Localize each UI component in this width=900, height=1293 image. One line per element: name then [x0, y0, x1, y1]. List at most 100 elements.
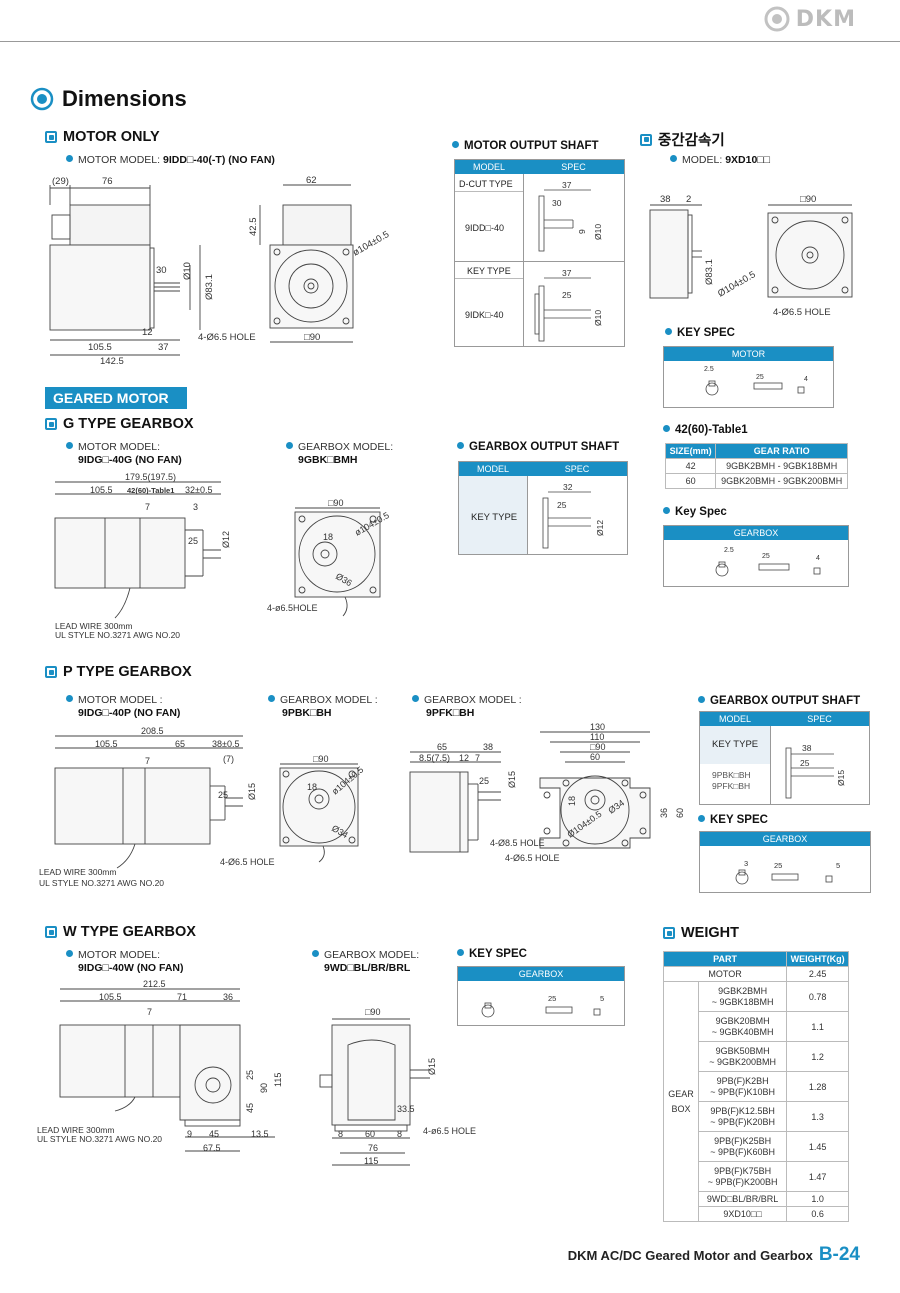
svg-text:□90: □90 — [590, 742, 605, 752]
svg-text:UL STYLE NO.3271 AWG NO.20: UL STYLE NO.3271 AWG NO.20 — [55, 630, 180, 640]
svg-text:5: 5 — [600, 994, 604, 1003]
svg-text:Ø15: Ø15 — [836, 770, 846, 786]
svg-text:4-Ø6.5 HOLE: 4-Ø6.5 HOLE — [220, 857, 275, 867]
svg-text:65: 65 — [437, 742, 447, 752]
bullet-icon — [663, 425, 670, 432]
svg-text:37: 37 — [562, 268, 572, 278]
bullet-icon — [670, 155, 677, 162]
svg-text:76: 76 — [102, 176, 113, 187]
motor-only-drawing: (29) 76 30 Ø10 Ø83.1 12 105.5 37 142.5 6… — [49, 175, 391, 367]
svg-text:36: 36 — [659, 808, 669, 818]
svg-text:12: 12 — [142, 327, 153, 338]
bullet-icon — [66, 695, 73, 702]
svg-text:□90: □90 — [313, 754, 328, 764]
dkm-logo-icon — [764, 6, 790, 32]
svg-text:4-Ø6.5 HOLE: 4-Ø6.5 HOLE — [198, 332, 256, 343]
geared-motor-badge: GEARED MOTOR — [45, 387, 187, 409]
svg-text:67.5: 67.5 — [203, 1143, 221, 1153]
g-type-gear-model: GEARBOX MODEL:9GBK□BMH — [286, 441, 393, 467]
key-box-label: GEARBOX — [458, 967, 624, 981]
bullet-icon — [665, 328, 672, 335]
w-type-motor-model: MOTOR MODEL:9IDG□-40W (NO FAN) — [66, 949, 184, 975]
svg-text:18: 18 — [567, 796, 577, 806]
svg-text:4-Ø8.5 HOLE: 4-Ø8.5 HOLE — [490, 838, 545, 848]
svg-text:Ø15: Ø15 — [427, 1058, 437, 1075]
svg-text:LEAD WIRE 300mm: LEAD WIRE 300mm — [55, 621, 132, 631]
mid-reducer-heading: 중간감속기 — [640, 129, 725, 150]
w-key-spec-heading: KEY SPEC — [457, 948, 527, 960]
svg-text:□90: □90 — [365, 1007, 380, 1017]
w-type-gear-model: GEARBOX MODEL:9WD□BL/BR/BRL — [312, 949, 419, 975]
svg-text:Ø15: Ø15 — [247, 783, 257, 800]
svg-text:105.5: 105.5 — [99, 992, 122, 1002]
bullet-icon — [286, 442, 293, 449]
svg-text:38: 38 — [483, 742, 493, 752]
svg-text:37: 37 — [158, 342, 169, 353]
svg-text:9: 9 — [187, 1129, 192, 1139]
svg-text:212.5: 212.5 — [143, 979, 166, 989]
bullet-icon — [457, 949, 464, 956]
svg-text:Ø10: Ø10 — [593, 224, 603, 240]
key-box-label: GEARBOX — [700, 832, 870, 846]
svg-text:□90: □90 — [328, 498, 343, 508]
page-title: Dimensions — [30, 86, 187, 112]
svg-text:2.5: 2.5 — [724, 547, 734, 554]
svg-text:□90: □90 — [304, 332, 320, 343]
svg-text:7: 7 — [475, 753, 480, 763]
svg-text:18: 18 — [323, 532, 333, 542]
col-spec: SPEC — [527, 462, 627, 476]
square-bullet-icon — [45, 418, 57, 430]
square-bullet-icon — [640, 133, 652, 146]
svg-text:65: 65 — [175, 739, 185, 749]
svg-text:5: 5 — [836, 861, 840, 870]
g-type-heading: G TYPE GEARBOX — [45, 416, 194, 432]
bullet-icon — [663, 507, 670, 514]
square-bullet-icon — [45, 926, 57, 938]
svg-text:3: 3 — [193, 502, 198, 512]
svg-text:UL STYLE NO.3271 AWG NO.20: UL STYLE NO.3271 AWG NO.20 — [39, 878, 164, 888]
svg-text:2.5: 2.5 — [704, 366, 714, 373]
svg-text:3: 3 — [744, 859, 748, 868]
svg-text:71: 71 — [177, 992, 187, 1002]
g-key-spec-heading: Key Spec — [663, 506, 727, 518]
svg-text:37: 37 — [562, 180, 572, 190]
svg-text:105.5: 105.5 — [88, 342, 112, 353]
row1-model: 9IDD□-40 — [465, 223, 504, 233]
svg-text:38: 38 — [802, 743, 812, 753]
svg-text:30: 30 — [156, 265, 167, 276]
svg-text:25: 25 — [218, 790, 228, 800]
page-footer: DKM AC/DC Geared Motor and Gearbox B-24 — [568, 1244, 860, 1266]
mid-reducer-model: MODEL: 9XD10□□ — [670, 154, 770, 167]
svg-text:110: 110 — [590, 732, 604, 742]
bullet-icon — [312, 950, 319, 957]
svg-text:25: 25 — [548, 994, 556, 1003]
g-output-shaft-table: MODEL SPEC KEY TYPE 32 25 Ø12 — [458, 461, 628, 555]
svg-text:45: 45 — [245, 1103, 255, 1113]
svg-text:Ø83.1: Ø83.1 — [204, 274, 215, 300]
svg-text:179.5(197.5): 179.5(197.5) — [125, 472, 176, 482]
svg-text:13.5: 13.5 — [251, 1129, 269, 1139]
svg-text:4-Ø6.5 HOLE: 4-Ø6.5 HOLE — [505, 853, 560, 863]
col-model: MODEL — [700, 712, 770, 726]
svg-text:(7): (7) — [223, 754, 234, 764]
col-model: MODEL — [459, 462, 527, 476]
svg-text:Ø10: Ø10 — [593, 310, 603, 326]
svg-text:Ø83.1: Ø83.1 — [704, 259, 715, 285]
footer-text: DKM AC/DC Geared Motor and Gearbox — [567, 1248, 813, 1263]
col-model: MODEL — [455, 160, 523, 174]
svg-text:33.5: 33.5 — [397, 1104, 415, 1114]
svg-text:60: 60 — [365, 1129, 375, 1139]
svg-text:9: 9 — [577, 229, 587, 234]
out-type: KEY TYPE — [712, 739, 759, 750]
brand-name: DKM — [795, 6, 856, 32]
svg-text:25: 25 — [774, 861, 782, 870]
svg-text:60: 60 — [675, 808, 685, 818]
square-bullet-icon — [45, 666, 57, 678]
motor-only-heading: MOTOR ONLY — [45, 129, 160, 145]
w-type-drawing: 212.5 105.5 71 36 7 25 90 45 115 9 45 13… — [37, 979, 476, 1166]
svg-text:4: 4 — [816, 555, 820, 562]
svg-text:Ø15: Ø15 — [507, 771, 517, 788]
square-bullet-icon — [663, 927, 675, 939]
